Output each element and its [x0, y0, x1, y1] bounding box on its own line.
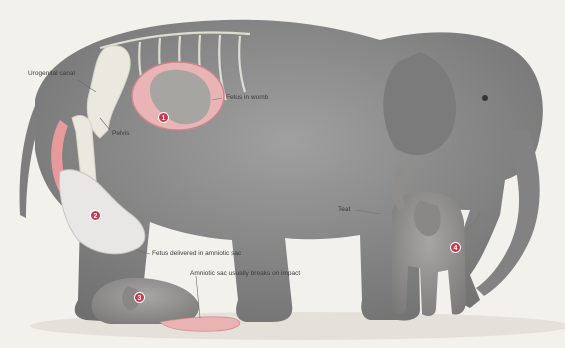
label-sac-breaks: Amniotic sac usually breaks on impact: [190, 270, 300, 277]
label-urogenital-canal: Urogenital canal: [28, 70, 82, 77]
step-badge-2: 2: [90, 210, 101, 221]
step-badge-3: 3: [134, 292, 145, 303]
label-fetus-delivered: Fetus delivered in amniotic sac: [152, 250, 241, 257]
step-badge-4: 4: [450, 242, 461, 253]
label-teat: Teat: [338, 206, 350, 213]
label-fetus-in-womb: Fetus in womb: [226, 94, 268, 101]
label-pelvis: Pelvis: [112, 130, 129, 137]
calf-lying: [92, 278, 199, 324]
mother-eye: [482, 95, 488, 101]
step-badge-1: 1: [158, 112, 169, 123]
